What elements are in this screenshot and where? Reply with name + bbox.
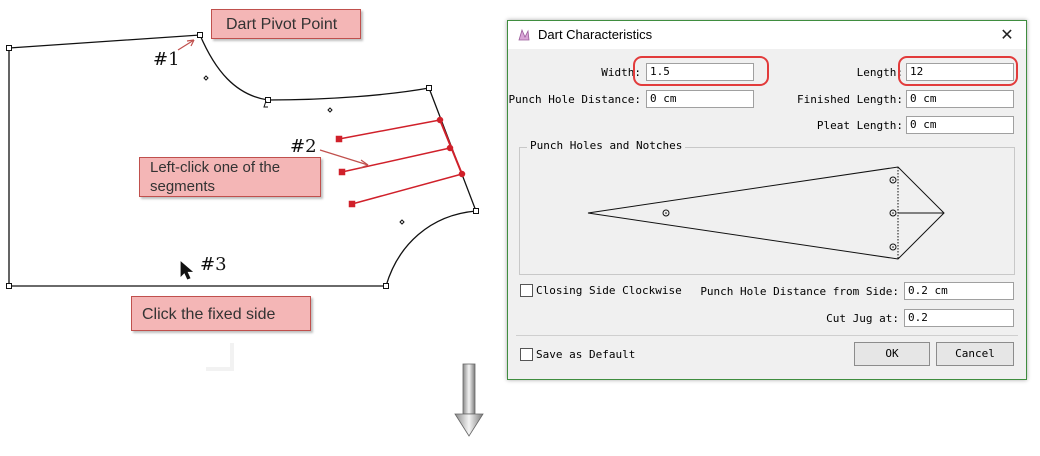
cut-jug-label: Cut Jug at: [826,312,899,325]
save-as-default-checkbox[interactable] [520,348,533,361]
annotation-arrows [177,39,369,169]
callout-dart-pivot-point: Dart Pivot Point [211,9,361,39]
save-as-default-label: Save as Default [536,348,636,361]
close-button[interactable]: ✕ [1000,25,1014,44]
callout-click-fixed-side: Click the fixed side [131,296,311,331]
pattern-points [6,32,479,289]
punch-hole-distance-from-side-field[interactable]: 0.2 cm [904,282,1014,300]
length-label: Length: [856,66,903,79]
punch-hole-distance-label: Punch Hole Distance: [508,93,641,106]
dialog-divider [516,335,1018,336]
width-field[interactable]: 1.5 [646,63,754,81]
width-label: Width: [601,66,641,79]
annotation-number-2: #2 [290,136,317,157]
app-icon [518,28,530,41]
punch-holes-group [519,147,1015,275]
width-highlight [633,56,769,86]
closing-side-clockwise-checkbox[interactable] [520,284,533,297]
pattern-piece-outline[interactable] [8,34,477,287]
ok-button[interactable]: OK [854,342,930,366]
punch-holes-group-title: Punch Holes and Notches [527,139,686,152]
finished-length-field[interactable]: 0 cm [906,90,1014,108]
punch-hole-distance-from-side-label: Punch Hole Distance from Side: [700,285,899,298]
down-arrow-icon [454,363,484,437]
cancel-button[interactable]: Cancel [936,342,1014,366]
dialog-titlebar[interactable]: Dart Characteristics ✕ [508,21,1026,49]
finished-length-label: Finished Length: [797,93,903,106]
dart-characteristics-dialog: Dart Characteristics ✕ Width: 1.5 Length… [507,20,1027,380]
mouse-cursor-icon [180,261,194,280]
cut-jug-field[interactable]: 0.2 [904,309,1014,327]
punch-hole-distance-field[interactable]: 0 cm [646,90,754,108]
annotation-number-3: #3 [200,254,227,275]
dialog-title: Dart Characteristics [538,27,653,42]
annotation-number-1: #1 [153,49,180,70]
length-field[interactable]: 12 [906,63,1014,81]
callout-left-click-segments: Left-click one of the segments [139,157,321,197]
pleat-length-field[interactable]: 0 cm [906,116,1014,134]
grainline-markers [203,75,405,225]
pleat-length-label: Pleat Length: [816,119,903,132]
dart-preview [587,166,945,260]
pivot-tick [263,100,268,108]
corner-mark [206,343,234,371]
closing-side-clockwise-label: Closing Side Clockwise [536,284,682,297]
length-highlight [898,56,1018,86]
